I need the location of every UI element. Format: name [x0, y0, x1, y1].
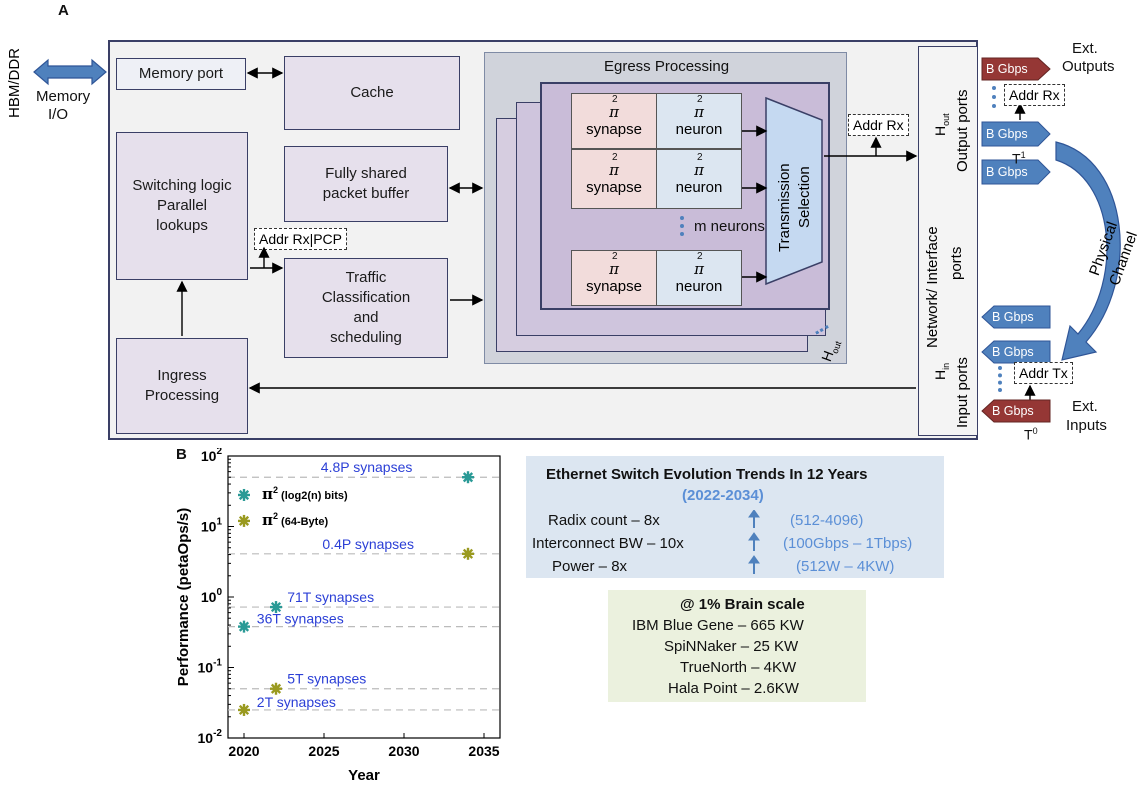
ext-outputs-label-2: Outputs: [1062, 58, 1115, 75]
trend-row-3-value: (512W – 4KW): [796, 558, 895, 575]
legend-entry: π2 (64-Byte): [262, 511, 328, 529]
y-tick-label: 100: [201, 587, 223, 605]
data-point: [238, 514, 250, 527]
x-tick-label: 2030: [388, 743, 419, 759]
memory-io-arrow: [33, 58, 107, 86]
y-tick-label: 101: [201, 517, 223, 535]
transmission-selection-block: [765, 96, 823, 286]
brain-row-4: Hala Point – 2.6KW: [668, 680, 799, 697]
brain-title: @ 1% Brain scale: [680, 596, 805, 613]
gbps-output-1: B Gbps: [986, 127, 1028, 141]
vertical-dots-icon: [992, 86, 1000, 108]
y-tick-label: 10-1: [198, 658, 223, 676]
trend-row-1-value: (512-4096): [790, 512, 864, 529]
gbps-output-2: B Gbps: [986, 165, 1028, 179]
m-neurons-label: m neurons: [694, 218, 765, 235]
pi-sup: 2: [697, 251, 703, 262]
data-point: [238, 703, 250, 716]
egress-title: Egress Processing: [604, 58, 730, 75]
ext-input-arrow: [981, 399, 1051, 423]
ext-inputs-label-2: Inputs: [1066, 417, 1107, 434]
connection-arrows: [176, 67, 1036, 402]
brain-row-1: IBM Blue Gene – 665 KW: [632, 617, 804, 634]
ext-inputs-label-1: Ext.: [1072, 398, 1098, 415]
trends-years: (2022-2034): [682, 487, 764, 504]
network-interface-block: [918, 46, 978, 436]
legend-entry: π2 (log2(n) bits): [262, 485, 348, 503]
input-port-arrow-2: [981, 340, 1051, 364]
brain-scale-box: [608, 590, 866, 702]
trend-row-3-label: Power – 8x: [552, 558, 628, 575]
t1-label: T1: [1012, 150, 1026, 167]
trend-up-arrows: [748, 510, 760, 574]
vertical-dots-icon: [998, 366, 1006, 392]
ext-output-arrow: [981, 57, 1051, 81]
data-point: [270, 682, 282, 695]
output-port-arrow-1: [981, 121, 1051, 147]
brain-row-2: SpiNNaker – 25 KW: [664, 638, 799, 655]
gbps-ext-input: B Gbps: [992, 404, 1034, 418]
panel-label-a: A: [58, 2, 69, 19]
gbps-ext-output: B Gbps: [986, 62, 1028, 76]
addr-rx-output: Addr Rx: [1004, 84, 1065, 106]
memory-port-block: Memory port: [116, 58, 246, 90]
memory-io-label-2: I/O: [48, 106, 69, 123]
physical-channel-arrow: [1055, 141, 1121, 361]
pi-sup: 2: [612, 94, 618, 105]
annotation-label: 36T synapses: [257, 611, 344, 627]
y-tick-label: 10-2: [198, 728, 223, 746]
trend-row-2-value: (100Gbps – 1Tbps): [783, 535, 913, 552]
data-point: [238, 488, 250, 501]
addr-rx-egress: Addr Rx: [848, 114, 909, 136]
vertical-dots-icon: [680, 216, 688, 236]
x-tick-label: 2035: [468, 743, 499, 759]
ethernet-trends-box: [526, 456, 944, 578]
t0-label: T0: [1024, 426, 1038, 443]
data-point: [462, 471, 474, 484]
ext-outputs-label-1: Ext.: [1072, 40, 1098, 57]
pi-sup: 2: [697, 94, 703, 105]
pi-sup: 2: [612, 152, 618, 163]
gbps-input-2: B Gbps: [992, 345, 1034, 359]
y-tick-label: 102: [201, 448, 223, 464]
cache-block: Cache: [284, 56, 460, 130]
pi-sup: 2: [697, 152, 703, 163]
annotation-label: 5T synapses: [287, 671, 366, 687]
trend-row-1-label: Radix count – 8x: [548, 512, 660, 529]
x-tick-label: 2020: [228, 743, 259, 759]
input-port-arrow-1: [981, 305, 1051, 329]
output-port-arrow-2: [981, 159, 1051, 185]
data-point: [462, 547, 474, 560]
addr-tx-input: Addr Tx: [1014, 362, 1073, 384]
y-axis-label: Performance (petaOps/s): [175, 508, 192, 686]
annotation-label: 71T synapses: [287, 589, 374, 605]
pi-sup: 2: [612, 251, 618, 262]
panel-label-b: B: [176, 446, 187, 463]
x-tick-label: 2025: [308, 743, 339, 759]
addr-rx-pcp: Addr Rx|PCP: [254, 228, 347, 250]
brain-row-3: TrueNorth – 4KW: [680, 659, 797, 676]
data-point: [270, 601, 282, 614]
annotation-label: 2T synapses: [257, 694, 336, 710]
memory-io-label-1: Memory: [36, 88, 91, 105]
annotation-label: 0.4P synapses: [322, 536, 414, 552]
data-point: [238, 620, 250, 633]
gbps-input-1: B Gbps: [992, 310, 1034, 324]
trend-row-2-label: Interconnect BW – 10x: [532, 535, 684, 552]
trends-title: Ethernet Switch Evolution Trends In 12 Y…: [546, 466, 868, 483]
x-axis-label: Year: [348, 767, 380, 784]
annotation-label: 4.8P synapses: [321, 459, 413, 475]
